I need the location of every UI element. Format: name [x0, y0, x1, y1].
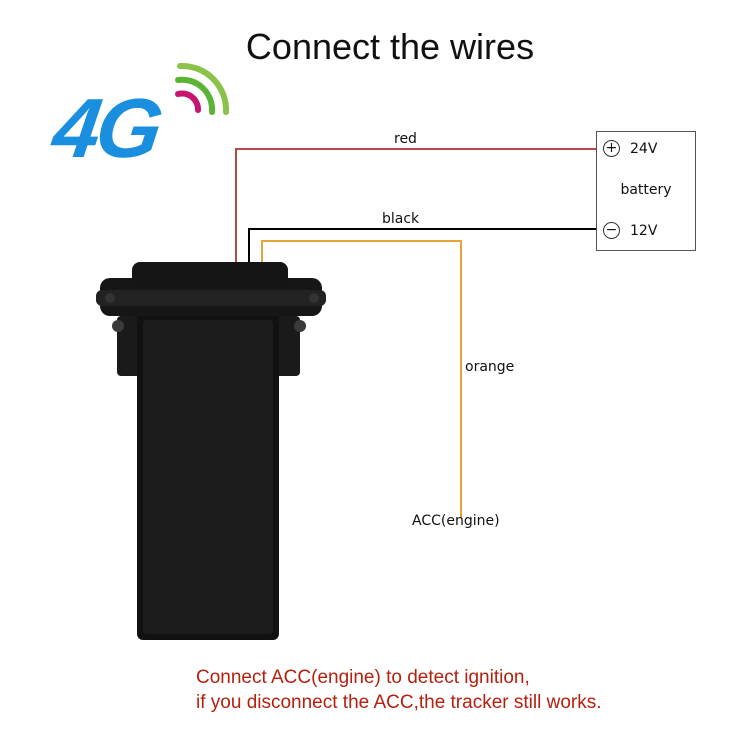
- orange-wire: [261, 240, 462, 518]
- positive-voltage: 24V: [630, 140, 658, 157]
- gps-tracker-device: [96, 262, 326, 640]
- negative-terminal: − 12V: [603, 222, 657, 239]
- battery-box: + 24V battery − 12V: [596, 131, 696, 251]
- battery-label: battery: [620, 182, 672, 198]
- page-title: Connect the wires: [245, 26, 535, 67]
- red-wire-label: red: [394, 131, 417, 147]
- note-line-1: Connect ACC(engine) to detect ignition,: [196, 667, 530, 688]
- note-line-2: if you disconnect the ACC,the tracker st…: [196, 692, 602, 713]
- ignition-note: Connect ACC(engine) to detect ignition, …: [196, 665, 602, 715]
- black-wire: [248, 228, 600, 262]
- minus-icon: −: [603, 222, 620, 239]
- acc-label: ACC(engine): [412, 513, 500, 529]
- positive-terminal: + 24V: [603, 140, 657, 157]
- plus-icon: +: [603, 140, 620, 157]
- orange-wire-label: orange: [465, 359, 515, 375]
- negative-voltage: 12V: [630, 222, 658, 239]
- 4g-logo: 4G: [47, 81, 165, 175]
- red-wire: [235, 148, 600, 262]
- signal-icon: [175, 62, 230, 115]
- black-wire-label: black: [382, 211, 420, 227]
